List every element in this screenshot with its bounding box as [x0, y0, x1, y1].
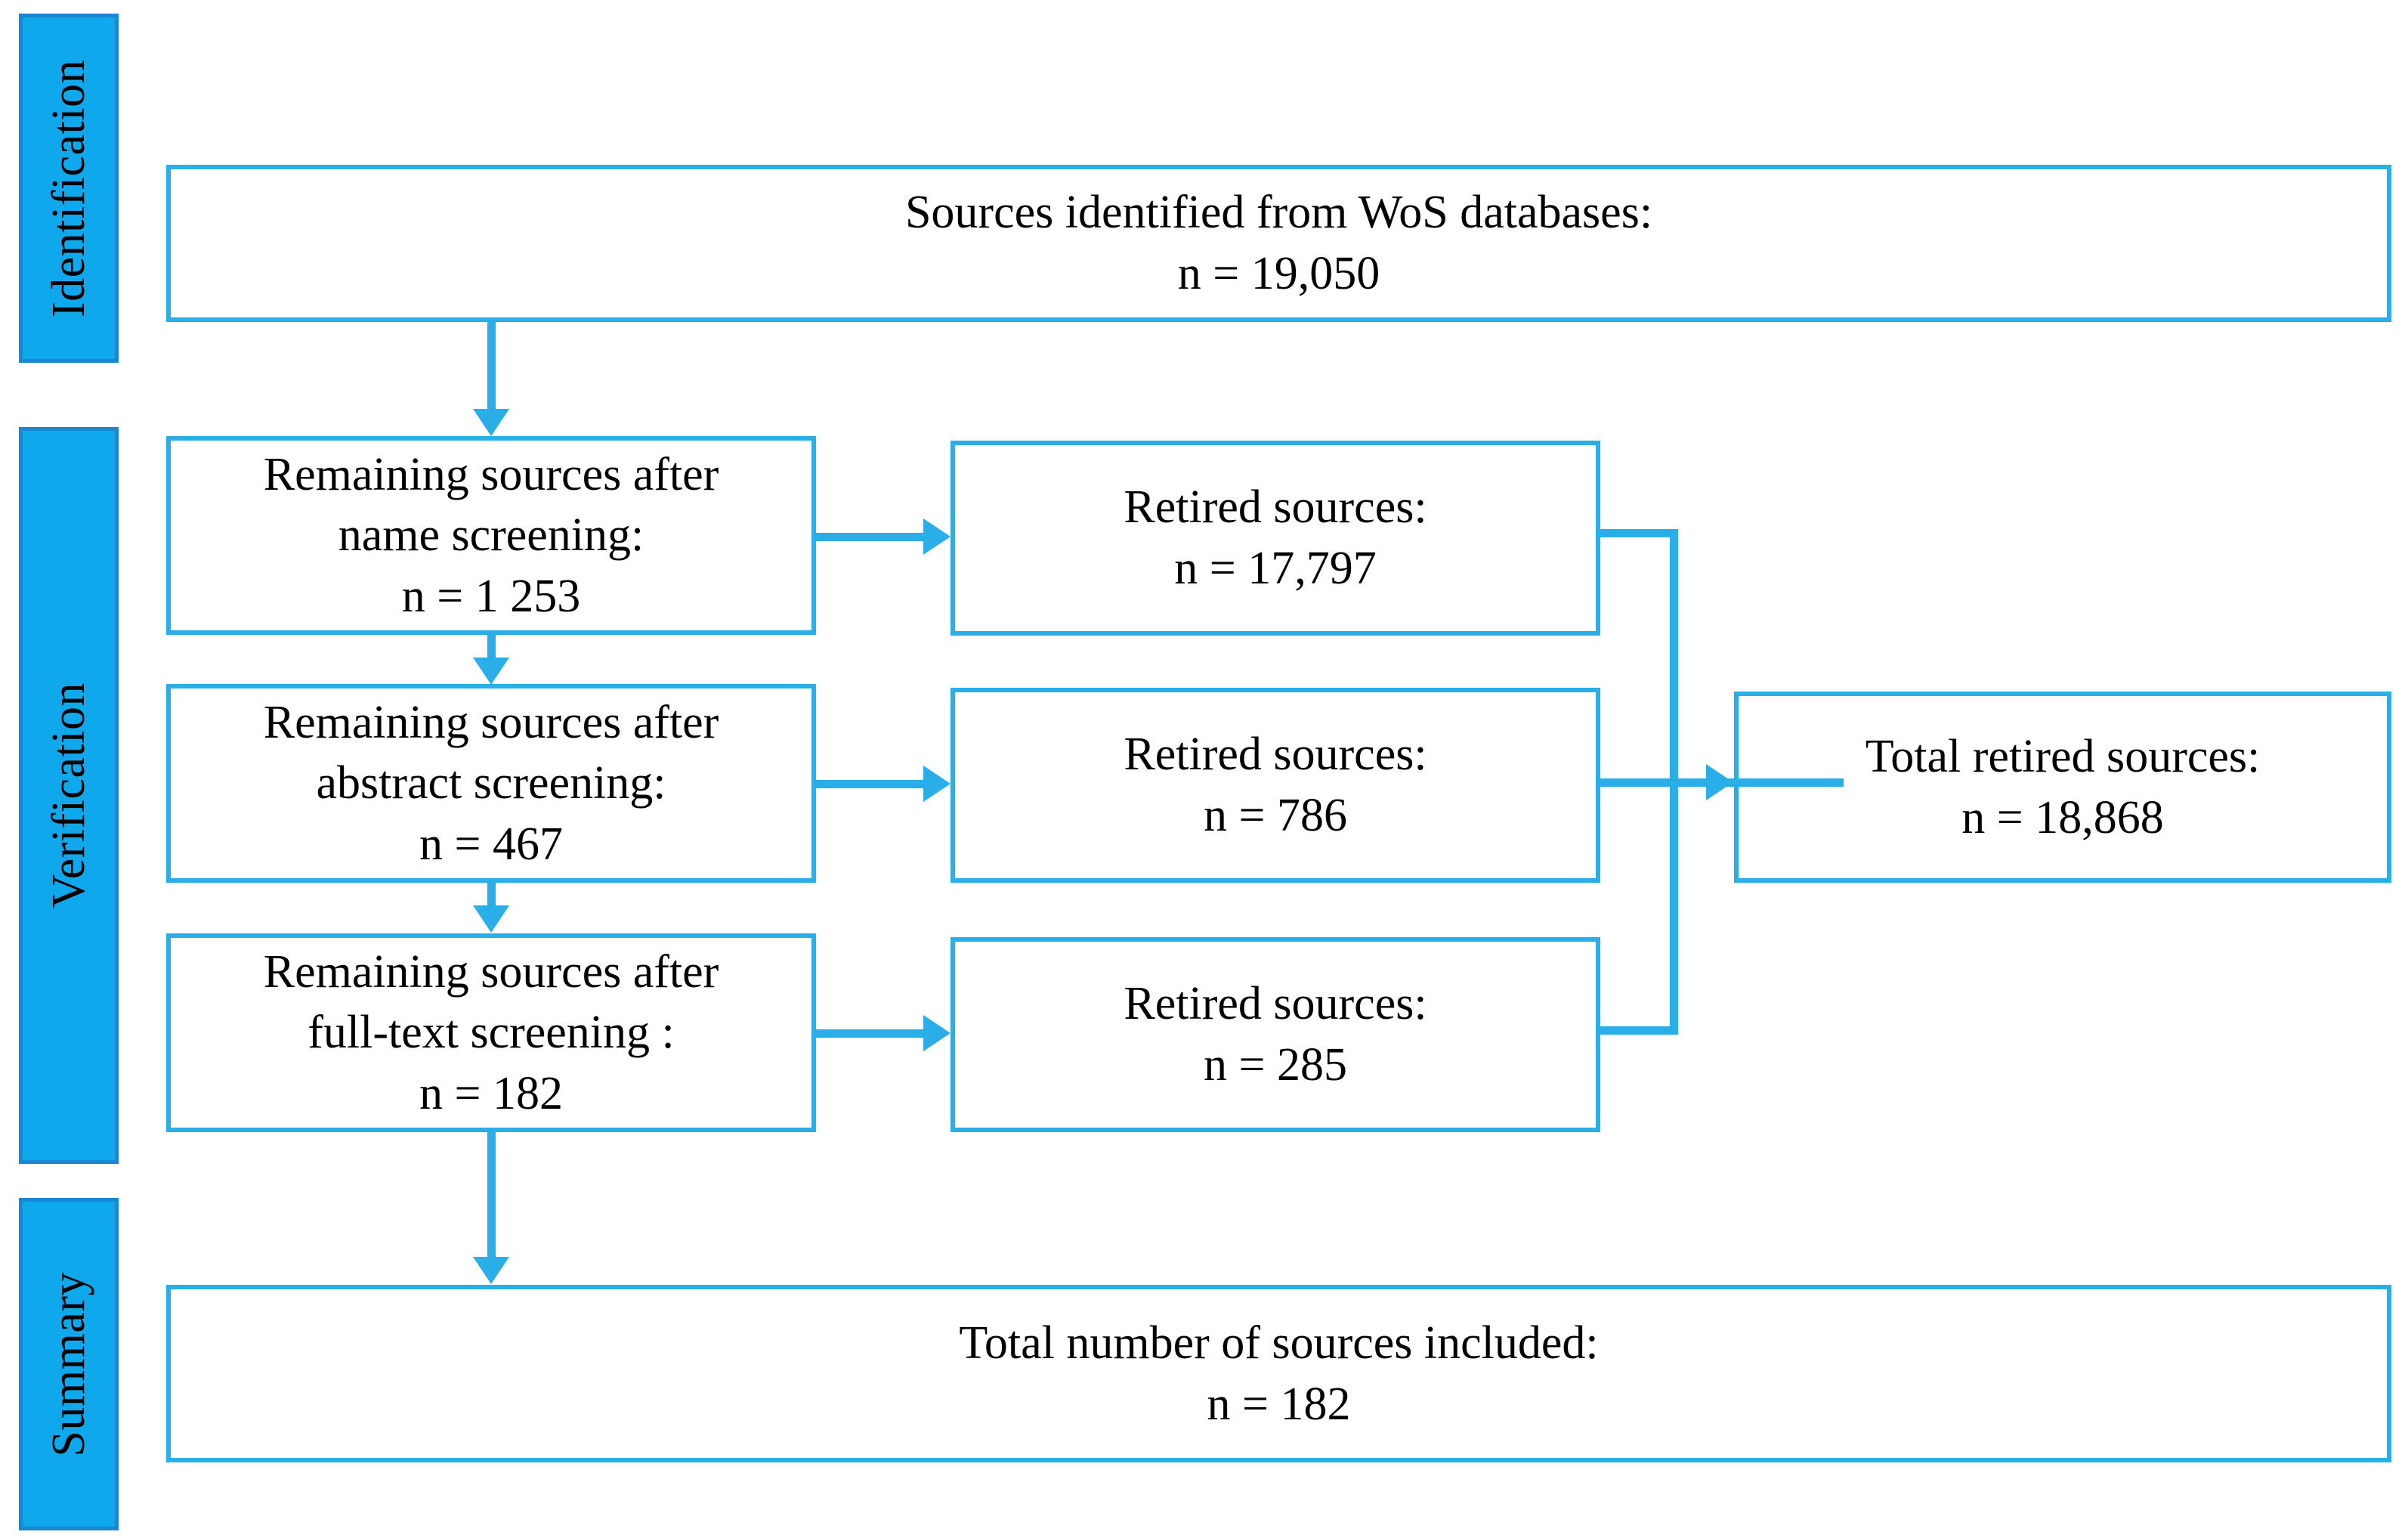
node-retired-fulltext-count: n = 285 — [1204, 1039, 1347, 1091]
node-total-included: Total number of sources included: n = 18… — [166, 1285, 2391, 1462]
node-after-name-screening-count: n = 1 253 — [401, 570, 581, 622]
arrowhead-fulltext-to-retired — [923, 1015, 951, 1051]
arrowhead-abstract-to-retired — [923, 766, 951, 802]
node-total-retired-count: n = 18,868 — [1961, 791, 2164, 843]
node-sources-identified: Sources identified from WoS databases: n… — [166, 165, 2391, 322]
stage-label-summary: Summary — [43, 1271, 94, 1457]
connector-abstract-to-retired — [816, 780, 926, 788]
connector-abstract-to-fulltext — [487, 883, 496, 905]
node-retired-fulltext-title: Retired sources: — [1124, 978, 1427, 1030]
node-after-fulltext-screening-count: n = 182 — [419, 1067, 563, 1119]
connector-retired-abstract-stub — [1600, 778, 1678, 787]
node-total-retired: Total retired sources: n = 18,868 — [1734, 692, 2391, 883]
arrowhead-bus-to-total-retired — [1706, 764, 1733, 800]
connector-retired-fulltext-stub — [1600, 1026, 1678, 1035]
connector-fulltext-to-retired — [816, 1029, 926, 1038]
node-after-abstract-screening: Remaining sources after abstract screeni… — [166, 684, 816, 883]
node-retired-name: Retired sources: n = 17,797 — [951, 441, 1600, 636]
node-retired-fulltext: Retired sources: n = 285 — [951, 937, 1600, 1132]
connector-name-to-abstract — [487, 635, 496, 658]
connector-bus-to-total-retired — [1670, 778, 1844, 787]
arrowhead-name-to-abstract — [473, 658, 509, 685]
node-total-retired-title: Total retired sources: — [1865, 730, 2261, 782]
stage-bar-summary: Summary — [19, 1198, 119, 1530]
node-after-fulltext-screening: Remaining sources after full-text screen… — [166, 933, 816, 1132]
node-after-name-screening: Remaining sources after name screening: … — [166, 436, 816, 635]
arrowhead-name-to-retired — [923, 518, 951, 555]
node-after-abstract-screening-title-1: Remaining sources after — [263, 696, 719, 748]
node-after-fulltext-screening-title-2: full-text screening : — [308, 1007, 675, 1059]
node-after-abstract-screening-title-2: abstract screening: — [316, 757, 666, 809]
node-sources-identified-title: Sources identified from WoS databases: — [904, 187, 1653, 239]
node-retired-abstract-count: n = 786 — [1204, 790, 1347, 841]
node-after-abstract-screening-count: n = 467 — [419, 818, 563, 870]
node-retired-abstract: Retired sources: n = 786 — [951, 688, 1600, 883]
stage-bar-verification: Verification — [19, 427, 119, 1164]
node-after-name-screening-title-1: Remaining sources after — [263, 448, 719, 500]
node-after-name-screening-title-2: name screening: — [338, 509, 645, 562]
stage-bar-identification: Identification — [19, 14, 119, 363]
node-retired-abstract-title: Retired sources: — [1124, 729, 1427, 781]
arrowhead-fulltext-to-included — [473, 1257, 509, 1284]
connector-name-to-retired — [816, 533, 926, 541]
node-total-included-count: n = 182 — [1207, 1378, 1351, 1430]
arrowhead-abstract-to-fulltext — [473, 905, 509, 933]
stage-label-verification: Verification — [43, 682, 94, 908]
arrowhead-identified-to-name — [473, 409, 509, 436]
node-sources-identified-count: n = 19,050 — [1177, 248, 1380, 299]
node-after-fulltext-screening-title-1: Remaining sources after — [263, 945, 719, 998]
node-retired-name-count: n = 17,797 — [1174, 543, 1377, 594]
connector-retired-name-stub — [1600, 529, 1678, 537]
node-retired-name-title: Retired sources: — [1124, 481, 1427, 534]
connector-fulltext-to-included — [487, 1132, 496, 1257]
connector-identified-to-name — [487, 322, 496, 409]
node-total-included-title: Total number of sources included: — [959, 1317, 1599, 1369]
stage-label-identification: Identification — [43, 59, 94, 317]
